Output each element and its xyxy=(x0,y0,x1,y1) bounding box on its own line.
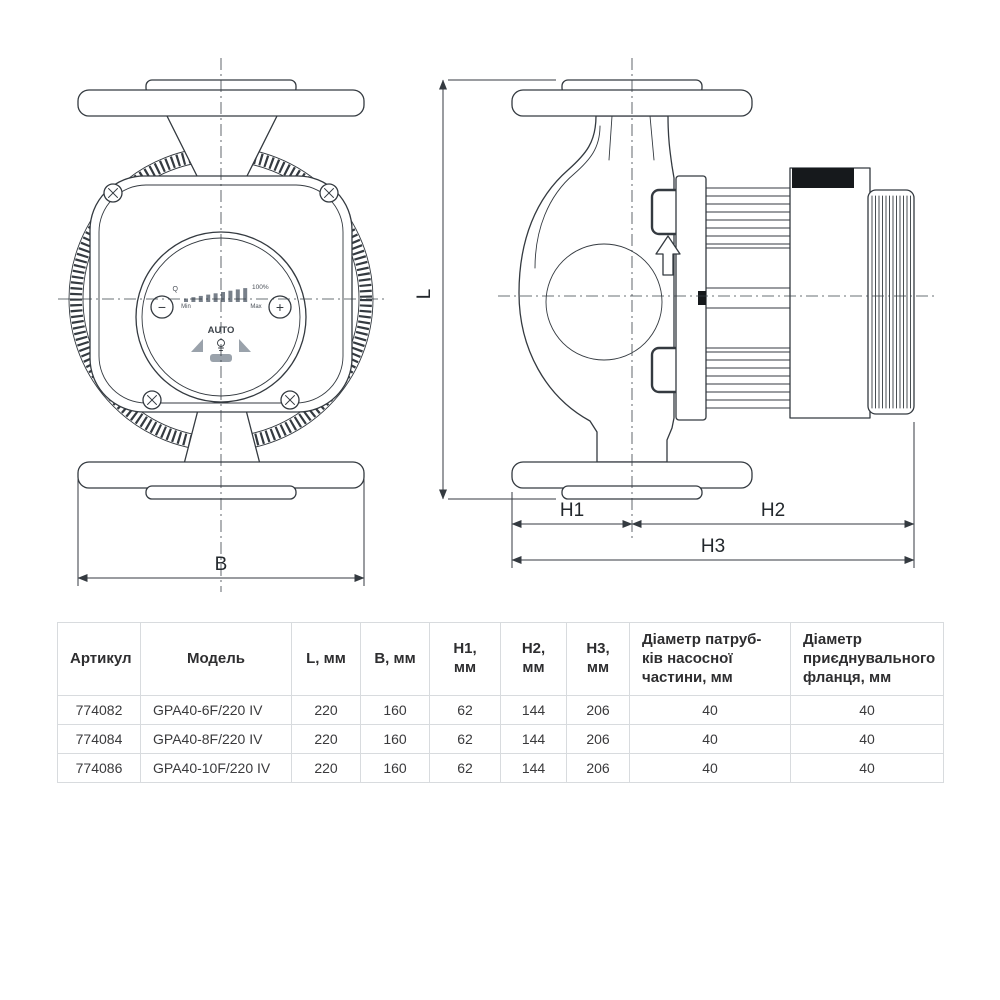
screw-icon xyxy=(103,183,123,203)
pump-front-view: Q 100% Min Max − + AUTO xyxy=(58,58,384,592)
table-row: 774086 GPA40-10F/220 IV 220 160 62 144 2… xyxy=(57,753,944,784)
cell-flange-diameter: 40 xyxy=(790,724,944,755)
cell-b: 160 xyxy=(360,753,430,784)
shaft-key xyxy=(698,291,706,305)
terminal-box-cap xyxy=(792,168,854,188)
header-l: L, мм xyxy=(291,621,361,697)
minus-button: − xyxy=(150,295,174,319)
flow-arrow-icon xyxy=(655,235,681,276)
header-port-diameter: Діаметр патруб- ків насосної частини, мм xyxy=(629,621,791,697)
header-h2: H2, мм xyxy=(500,621,567,697)
dimension-b: B xyxy=(77,476,365,586)
header-h1: H1, мм xyxy=(429,621,501,697)
cell-model: GPA40-6F/220 IV xyxy=(140,695,292,726)
cell-l: 220 xyxy=(291,753,361,784)
pump-side-view: L H1 H2 H3 xyxy=(414,58,936,568)
cell-port-diameter: 40 xyxy=(629,724,791,755)
cell-model: GPA40-10F/220 IV xyxy=(140,753,292,784)
top-neck xyxy=(165,113,279,179)
cell-h3: 206 xyxy=(566,753,630,784)
header-article: Артикул xyxy=(57,621,141,697)
table-header-row: Артикул Модель L, мм B, мм H1, мм H2, мм… xyxy=(57,621,944,697)
pump-housing xyxy=(518,115,675,463)
table-row: 774084 GPA40-8F/220 IV 220 160 62 144 20… xyxy=(57,724,944,755)
header-h3: H3, мм xyxy=(566,621,630,697)
cell-b: 160 xyxy=(360,724,430,755)
plus-button: + xyxy=(268,295,292,319)
spec-table: Артикул Модель L, мм B, мм H1, мм H2, мм… xyxy=(57,621,944,784)
cell-h1: 62 xyxy=(429,695,501,726)
cell-h2: 144 xyxy=(500,724,567,755)
header-model: Модель xyxy=(140,621,292,697)
cell-h1: 62 xyxy=(429,724,501,755)
dim-label-h3: H3 xyxy=(701,536,725,557)
dim-label-b: B xyxy=(215,554,228,575)
screw-icon xyxy=(142,390,162,410)
screw-icon xyxy=(319,183,339,203)
panel-min-label: Min xyxy=(181,304,191,310)
panel-q-label: Q xyxy=(173,286,179,293)
cell-l: 220 xyxy=(291,724,361,755)
cell-b: 160 xyxy=(360,695,430,726)
cell-article: 774086 xyxy=(57,753,141,784)
dimension-h3: H3 xyxy=(511,536,915,564)
header-flange-diameter: Діаметр приєднувального фланця, мм xyxy=(790,621,944,697)
cell-port-diameter: 40 xyxy=(629,695,791,726)
header-b: B, мм xyxy=(360,621,430,697)
table-row: 774082 GPA40-6F/220 IV 220 160 62 144 20… xyxy=(57,695,944,726)
cell-article: 774082 xyxy=(57,695,141,726)
dimension-l: L xyxy=(414,79,556,500)
minus-icon: − xyxy=(158,299,166,315)
dimension-h2: H2 xyxy=(631,422,915,568)
panel-100pct-label: 100% xyxy=(252,284,269,291)
cell-flange-diameter: 40 xyxy=(790,695,944,726)
cell-h1: 62 xyxy=(429,753,501,784)
dim-label-l: L xyxy=(414,289,435,300)
cell-port-diameter: 40 xyxy=(629,753,791,784)
right-wedge-icon xyxy=(239,339,251,352)
dim-label-h2: H2 xyxy=(761,500,785,521)
plus-icon: + xyxy=(276,299,284,315)
panel-tab xyxy=(210,354,232,362)
cell-h3: 206 xyxy=(566,724,630,755)
cell-l: 220 xyxy=(291,695,361,726)
terminal-box xyxy=(789,167,871,419)
stator-fins xyxy=(705,183,791,413)
screw-icon xyxy=(280,390,300,410)
cell-article: 774084 xyxy=(57,724,141,755)
left-wedge-icon xyxy=(191,339,203,352)
cell-h2: 144 xyxy=(500,695,567,726)
dim-label-h1: H1 xyxy=(560,500,584,521)
cell-h3: 206 xyxy=(566,695,630,726)
pump-technical-drawing: Q 100% Min Max − + AUTO xyxy=(58,58,936,592)
motor-rib-cap xyxy=(867,189,915,415)
cell-h2: 144 xyxy=(500,753,567,784)
bottom-neck xyxy=(183,409,261,465)
cell-flange-diameter: 40 xyxy=(790,753,944,784)
dimension-h1: H1 xyxy=(511,492,633,568)
panel-max-label: Max xyxy=(250,304,261,310)
cell-model: GPA40-8F/220 IV xyxy=(140,724,292,755)
